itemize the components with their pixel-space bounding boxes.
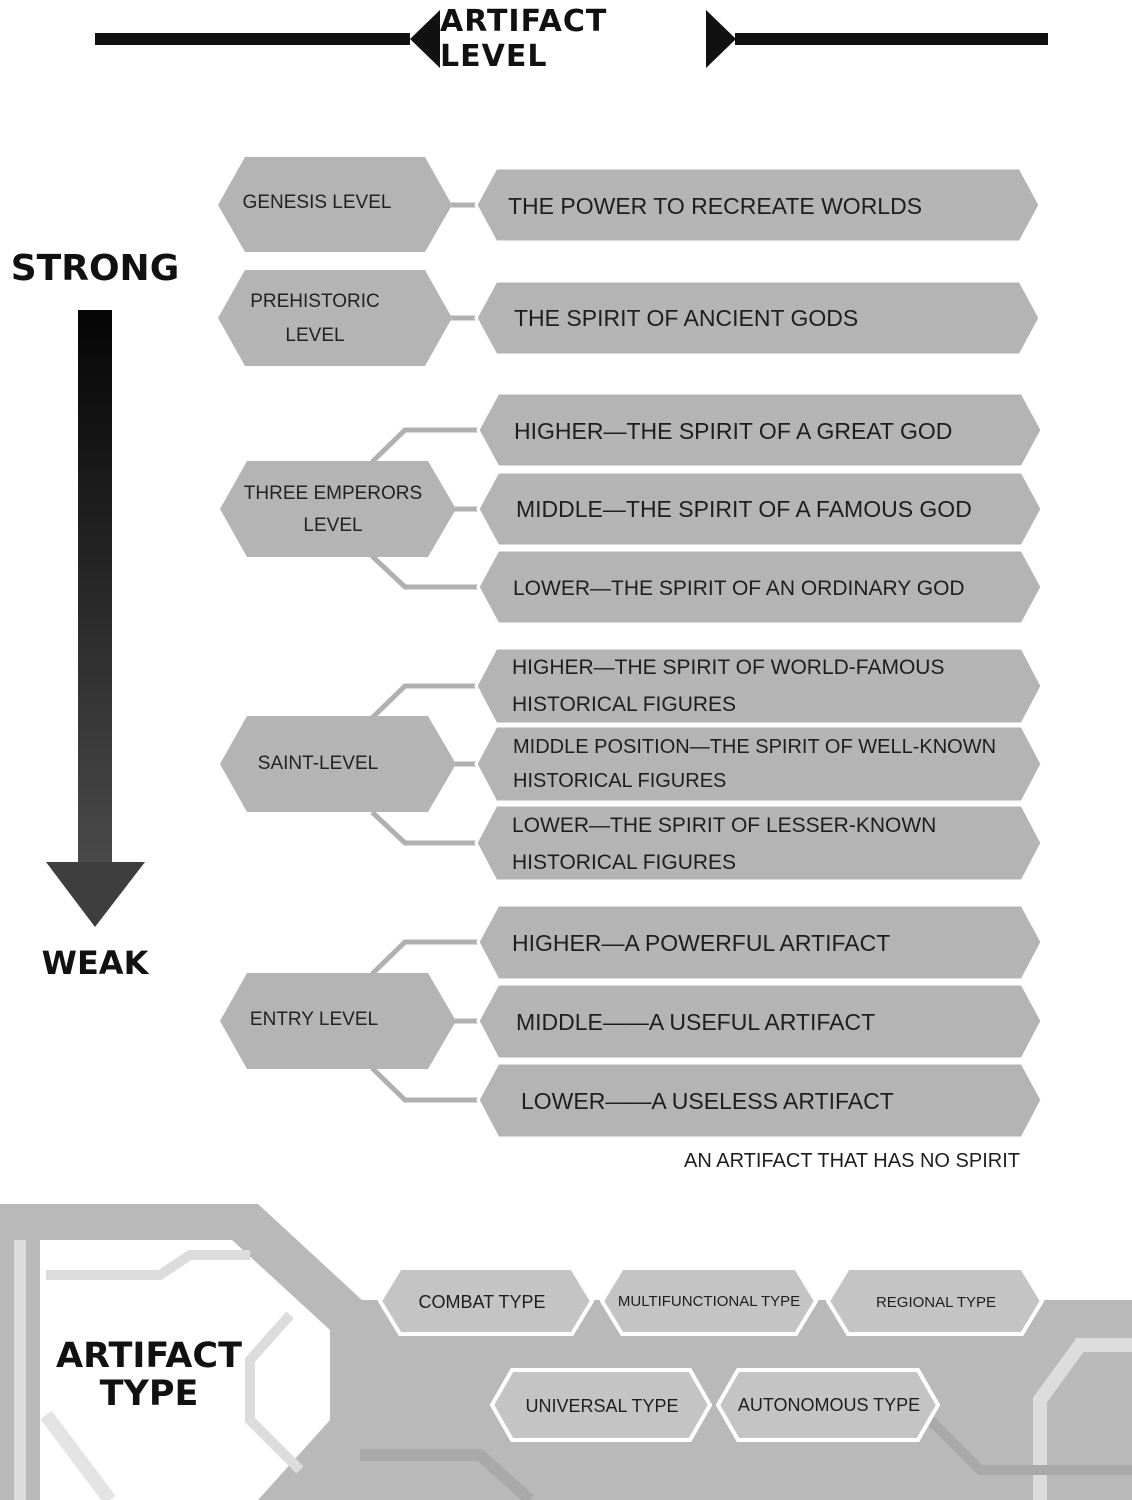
level-node-saint (220, 716, 456, 812)
level-node-prehistoric (218, 270, 452, 366)
desc-three-emperors-middle: MIDDLE—THE SPIRIT OF A FAMOUS GOD (516, 495, 972, 522)
strength-arrow (46, 310, 145, 927)
description-nodes (474, 166, 1044, 1140)
desc-genesis: THE POWER TO RECREATE WORLDS (508, 192, 923, 219)
type-badge-multifunctional (599, 1266, 819, 1336)
desc-saint-lower: LOWER—THE SPIRIT OF LESSER-KNOWN HISTORI… (512, 814, 937, 874)
strength-arrow-head (46, 862, 145, 927)
panel-circuit-line-5 (1033, 1338, 1132, 1500)
panel-white-inset (40, 1240, 330, 1500)
desc-node-three-emperors-lower (476, 548, 1044, 626)
connector-saint-lower (370, 810, 480, 846)
header-line-right (735, 33, 1048, 45)
desc-saint-higher: HIGHER—THE SPIRIT OF WORLD-FAMOUS HISTOR… (512, 656, 945, 716)
level-label-three-emperors: THREE EMPERORS LEVEL (243, 483, 423, 536)
connector-saint-higher (370, 683, 480, 720)
level-label-saint: SAINT-LEVEL (257, 753, 379, 774)
level-nodes (218, 157, 456, 1069)
strength-arrow-shaft (78, 310, 112, 865)
desc-node-three-emperors-middle (476, 470, 1044, 548)
desc-node-saint-higher (474, 646, 1044, 726)
strong-label: STRONG (10, 247, 180, 289)
level-node-genesis (218, 157, 452, 252)
type-label-combat: COMBAT TYPE (418, 1291, 546, 1312)
artifact-type-title: ARTIFACT TYPE (56, 1336, 242, 1414)
desc-node-entry-middle (476, 982, 1044, 1061)
panel-circuit-line-7 (926, 1416, 1132, 1475)
panel-circuit-line-1 (46, 1250, 250, 1280)
connector-entry-lower (370, 1066, 482, 1103)
desc-node-genesis (474, 166, 1042, 244)
type-badge-regional (825, 1266, 1045, 1336)
level-node-three-emperors (220, 461, 456, 557)
weak-label: WEAK (41, 944, 149, 982)
desc-entry-middle: MIDDLE——A USEFUL ARTIFACT (516, 1008, 876, 1035)
type-badges (377, 1266, 1045, 1442)
type-badge-universal (489, 1368, 713, 1442)
type-label-autonomous: AUTONOMOUS TYPE (737, 1394, 921, 1415)
desc-entry-higher: HIGHER—A POWERFUL ARTIFACT (512, 929, 891, 956)
level-label-genesis: GENESIS LEVEL (242, 192, 392, 213)
connector-three-emperors-higher (370, 427, 482, 464)
header-left-arrowhead (410, 10, 440, 68)
level-label-prehistoric: PREHISTORIC LEVEL (250, 291, 380, 346)
type-label-universal: UNIVERSAL TYPE (525, 1395, 679, 1416)
desc-node-prehistoric (474, 279, 1042, 357)
level-label-entry: ENTRY LEVEL (249, 1009, 379, 1030)
type-badge-combat (377, 1266, 595, 1336)
desc-node-three-emperors-higher (476, 391, 1044, 469)
header-right-arrowhead (706, 10, 736, 68)
desc-node-entry-lower (476, 1061, 1044, 1140)
level-node-entry (220, 973, 456, 1069)
type-label-multifunctional: MULTIFUNCTIONAL TYPE (617, 1292, 801, 1310)
type-badge-autonomous (715, 1368, 941, 1442)
desc-entry-lower: LOWER——A USELESS ARTIFACT (521, 1087, 894, 1114)
desc-three-emperors-higher: HIGHER—THE SPIRIT OF A GREAT GOD (514, 417, 953, 444)
desc-saint-middle: MIDDLE POSITION—THE SPIRIT OF WELL-KNOWN… (513, 736, 997, 792)
panel-circuit-line-6 (360, 1449, 535, 1500)
desc-prehistoric: THE SPIRIT OF ANCIENT GODS (514, 304, 859, 331)
desc-three-emperors-lower: LOWER—THE SPIRIT OF AN ORDINARY GOD (513, 576, 965, 600)
connector-three-emperors-lower (370, 554, 482, 590)
page-title: ARTIFACT LEVEL (440, 4, 608, 74)
no-spirit-note: AN ARTIFACT THAT HAS NO SPIRIT (684, 1149, 1020, 1172)
header-bar (95, 10, 1048, 68)
header-line-left (95, 33, 410, 45)
type-label-regional: REGIONAL TYPE (875, 1293, 997, 1311)
panel-circuit-line-4 (245, 1311, 304, 1474)
desc-node-saint-lower (474, 803, 1044, 883)
connector-entry-higher (370, 939, 482, 976)
desc-node-entry-higher (476, 903, 1044, 982)
desc-node-saint-middle (474, 724, 1044, 804)
panel-circuit-line-3 (40, 1410, 116, 1500)
